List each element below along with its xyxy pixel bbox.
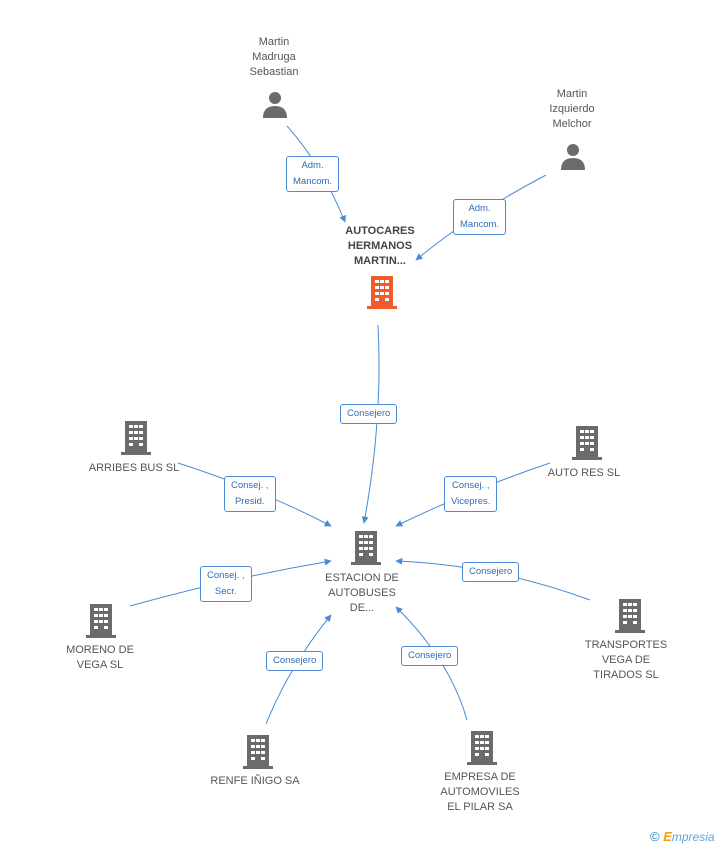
company-label-transportes[interactable]: TRANSPORTES VEGA DE TIRADOS SL bbox=[584, 639, 668, 681]
company-label-arribes[interactable]: ARRIBES BUS SL bbox=[88, 462, 180, 474]
person-label-martin-izquierdo[interactable]: Martin Izquierdo Melchor bbox=[549, 88, 595, 130]
building-icon-focus[interactable] bbox=[367, 276, 397, 309]
company-label-autocares[interactable]: AUTOCARES HERMANOS MARTIN... bbox=[345, 225, 415, 267]
edge-label-consej-presid[interactable]: Consej. , Presid. bbox=[224, 476, 276, 512]
edge-label-consej-vicepres[interactable]: Consej. , Vicepres. bbox=[444, 476, 498, 512]
brand-logo-text: mpresia bbox=[671, 830, 715, 844]
edge-label-consejero-autocares[interactable]: Consejero bbox=[340, 404, 398, 424]
edge-label-consejero-renfe[interactable]: Consejero bbox=[266, 651, 324, 671]
copyright-symbol: © bbox=[650, 829, 660, 844]
edge-label-consej-secr[interactable]: Consej. , Secr. bbox=[200, 566, 252, 602]
building-icon-auto-res[interactable] bbox=[572, 426, 602, 460]
building-icon-estacion[interactable] bbox=[351, 531, 381, 565]
company-label-renfe[interactable]: RENFE IÑIGO SA bbox=[210, 775, 300, 787]
building-icon-arribes[interactable] bbox=[121, 421, 151, 455]
building-icon-empresa[interactable] bbox=[467, 731, 497, 765]
building-icon-transportes[interactable] bbox=[615, 599, 645, 633]
edge-label-consejero-transportes[interactable]: Consejero bbox=[462, 562, 520, 582]
edge-autocares bbox=[361, 324, 380, 524]
building-icon-moreno[interactable] bbox=[86, 604, 116, 638]
brand-footer: © Empresia bbox=[650, 829, 715, 844]
person-label-martin-madruga[interactable]: Martin Madruga Sebastian bbox=[249, 36, 299, 78]
building-icon-renfe[interactable] bbox=[243, 735, 273, 769]
brand-logo-initial: E bbox=[663, 829, 672, 844]
edge-label-consejero-empresa[interactable]: Consejero bbox=[401, 646, 459, 666]
edge-label-adm-mancom-madruga[interactable]: Adm. Mancom. bbox=[286, 156, 340, 192]
person-icon[interactable] bbox=[559, 142, 587, 170]
person-icon[interactable] bbox=[261, 90, 289, 118]
edge-label-adm-mancom-izquierdo[interactable]: Adm. Mancom. bbox=[453, 199, 507, 235]
company-label-auto-res[interactable]: AUTO RES SL bbox=[547, 467, 621, 479]
company-label-moreno[interactable]: MORENO DE VEGA SL bbox=[66, 644, 134, 671]
company-label-empresa[interactable]: EMPRESA DE AUTOMOVILES EL PILAR SA bbox=[440, 771, 520, 813]
company-label-estacion[interactable]: ESTACION DE AUTOBUSES DE... bbox=[325, 572, 399, 614]
